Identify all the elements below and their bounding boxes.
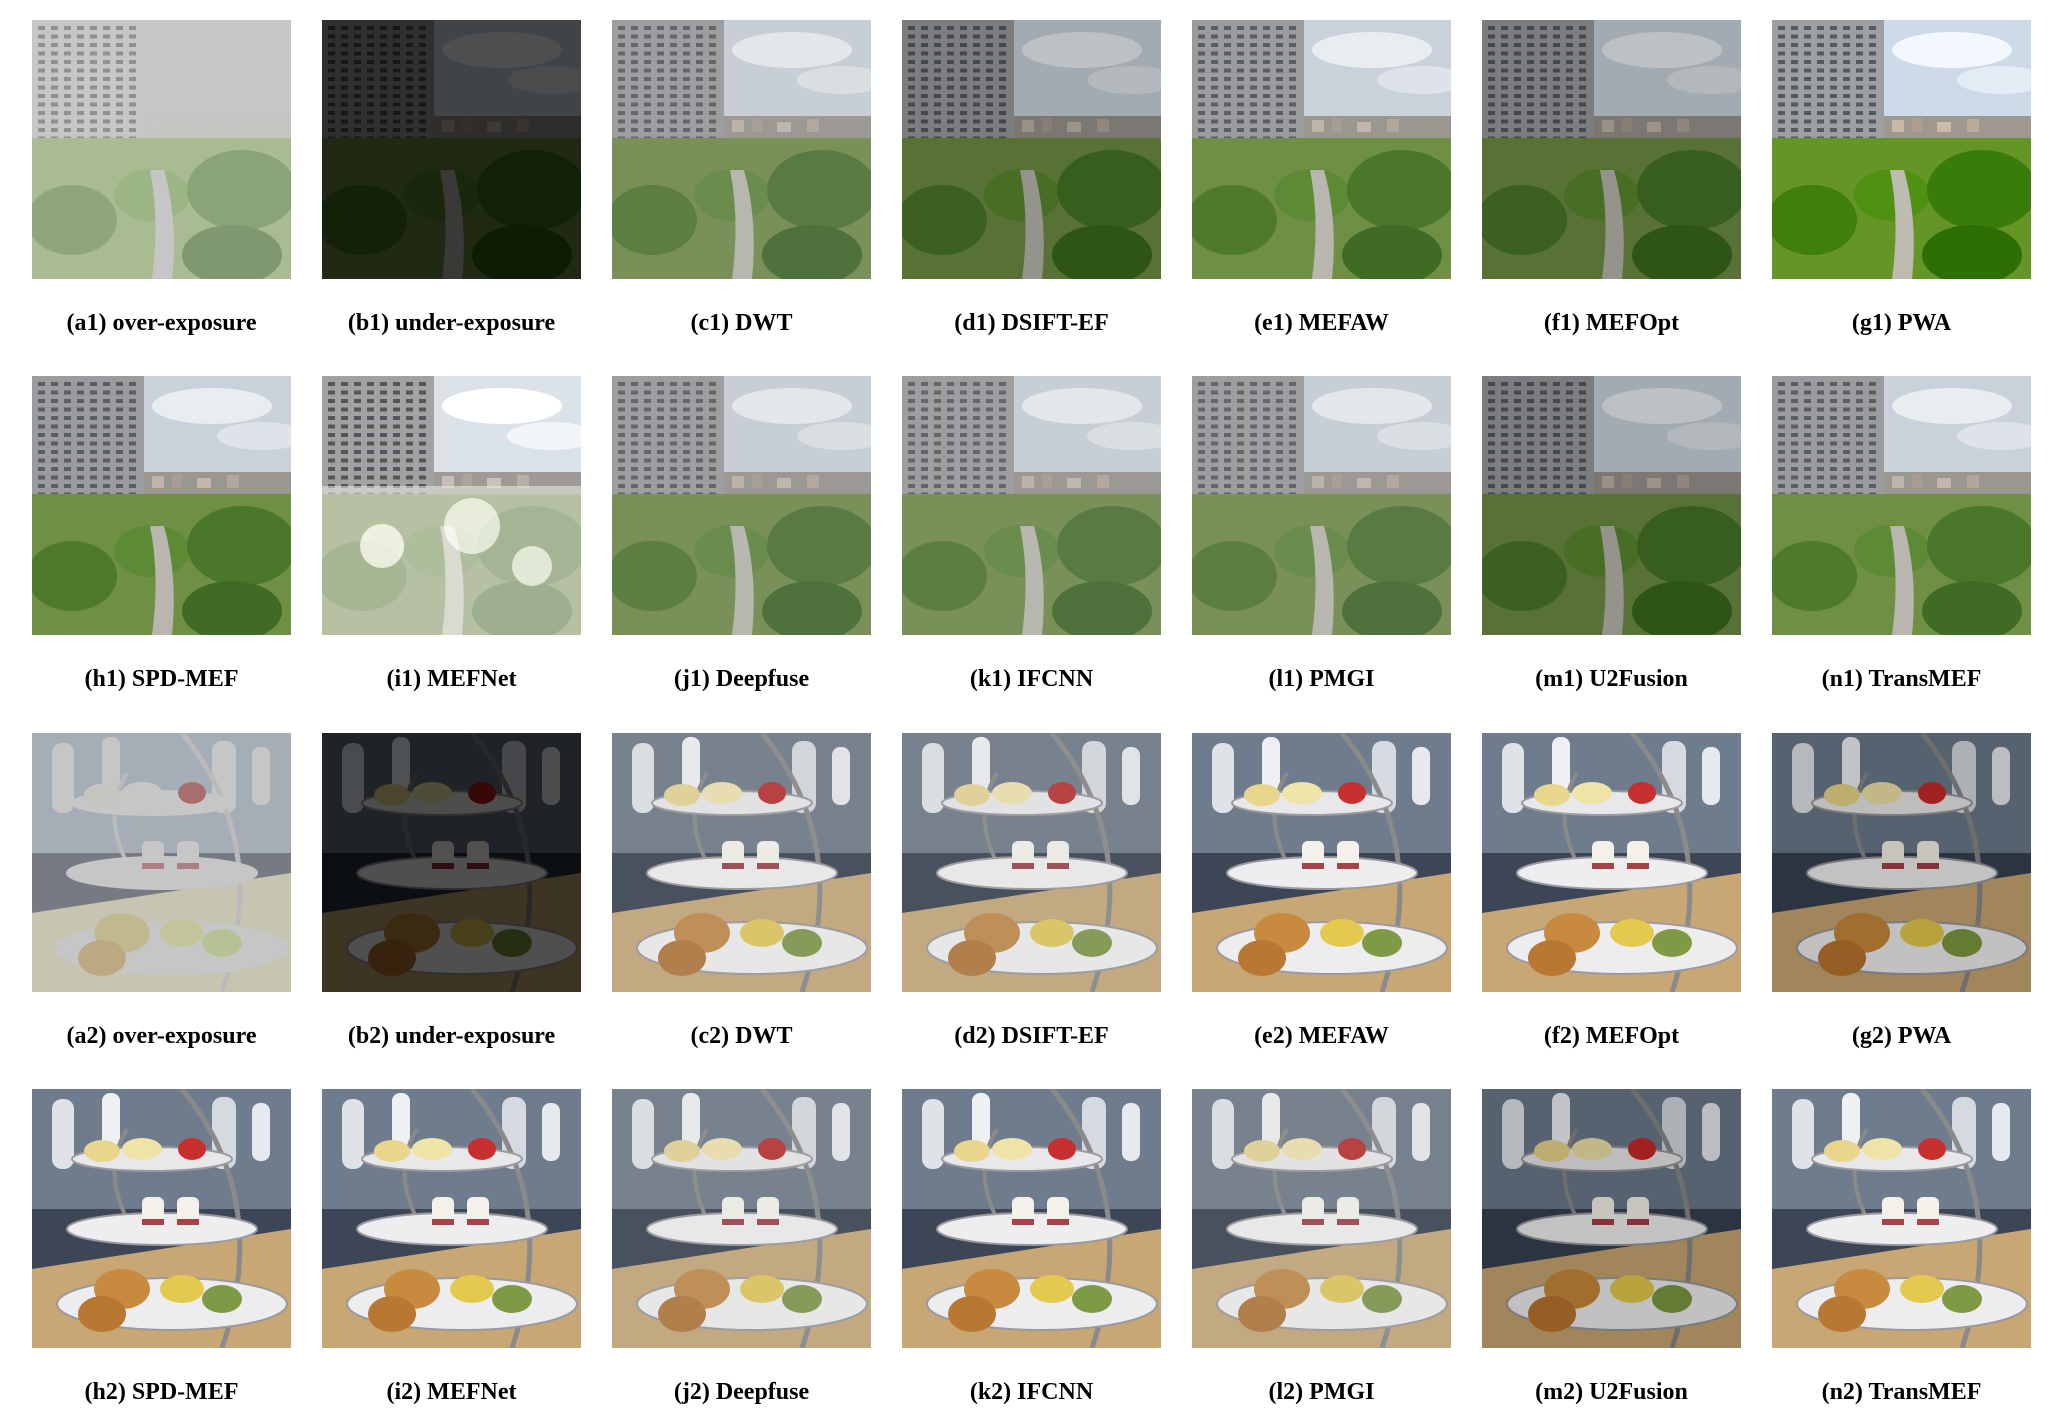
dessert-stand-image: [902, 1089, 1161, 1348]
panel-caption: (j2) Deepfuse: [673, 1379, 810, 1405]
city-scene-image: [322, 20, 581, 279]
city-scene-image: [1192, 20, 1451, 279]
panel-caption: (m1) U2Fusion: [1535, 666, 1688, 692]
panel-caption: (a1) over-exposure: [66, 310, 257, 336]
panel-caption: (a2) over-exposure: [66, 1023, 257, 1049]
dessert-stand-image: [1192, 733, 1451, 992]
dessert-stand-image: [1482, 733, 1741, 992]
dessert-stand-image: [322, 1089, 581, 1348]
dessert-stand-image: [1482, 1089, 1741, 1348]
dessert-stand-image: [902, 733, 1161, 992]
dessert-stand-image: [1772, 1089, 2031, 1348]
panel-caption: (i1) MEFNet: [386, 666, 517, 692]
city-scene-image: [1192, 376, 1451, 635]
city-scene-image: [32, 20, 291, 279]
dessert-stand-image: [32, 1089, 291, 1348]
panel-caption: (n2) TransMEF: [1821, 1379, 1982, 1405]
panel-caption: (g1) PWA: [1851, 310, 1952, 336]
panel-caption: (c1) DWT: [690, 310, 793, 336]
panel-caption: (f2) MEFOpt: [1543, 1023, 1680, 1049]
panel-caption: (l2) PMGI: [1268, 1379, 1375, 1405]
city-scene-image: [1482, 376, 1741, 635]
panel-caption: (h2) SPD-MEF: [84, 1379, 239, 1405]
panel-caption: (e1) MEFAW: [1254, 310, 1389, 336]
panel-caption: (n1) TransMEF: [1821, 666, 1982, 692]
panel-caption: (d1) DSIFT-EF: [954, 310, 1109, 336]
panel-caption: (f1) MEFOpt: [1543, 310, 1680, 336]
city-scene-image: [902, 376, 1161, 635]
panel-caption: (b1) under-exposure: [347, 310, 556, 336]
city-scene-image: [1772, 20, 2031, 279]
dessert-stand-image: [612, 733, 871, 992]
city-scene-image: [902, 20, 1161, 279]
dessert-stand-image: [32, 733, 291, 992]
panel-caption: (l1) PMGI: [1268, 666, 1375, 692]
panel-caption: (j1) Deepfuse: [673, 666, 810, 692]
dessert-stand-image: [1192, 1089, 1451, 1348]
city-scene-image: [1482, 20, 1741, 279]
panel-caption: (m2) U2Fusion: [1535, 1379, 1688, 1405]
panel-caption: (k1) IFCNN: [969, 666, 1094, 692]
city-scene-image: [612, 20, 871, 279]
panel-caption: (d2) DSIFT-EF: [954, 1023, 1109, 1049]
panel-caption: (b2) under-exposure: [347, 1023, 556, 1049]
panel-caption: (e2) MEFAW: [1254, 1023, 1389, 1049]
panel-caption: (h1) SPD-MEF: [84, 666, 239, 692]
dessert-stand-image: [612, 1089, 871, 1348]
dessert-stand-image: [322, 733, 581, 992]
city-scene-image: [322, 376, 581, 635]
city-scene-image: [32, 376, 291, 635]
dessert-stand-image: [1772, 733, 2031, 992]
panel-caption: (i2) MEFNet: [386, 1379, 517, 1405]
panel-caption: (g2) PWA: [1851, 1023, 1952, 1049]
city-scene-image: [612, 376, 871, 635]
city-scene-image: [1772, 376, 2031, 635]
panel-caption: (k2) IFCNN: [969, 1379, 1094, 1405]
panel-caption: (c2) DWT: [690, 1023, 793, 1049]
